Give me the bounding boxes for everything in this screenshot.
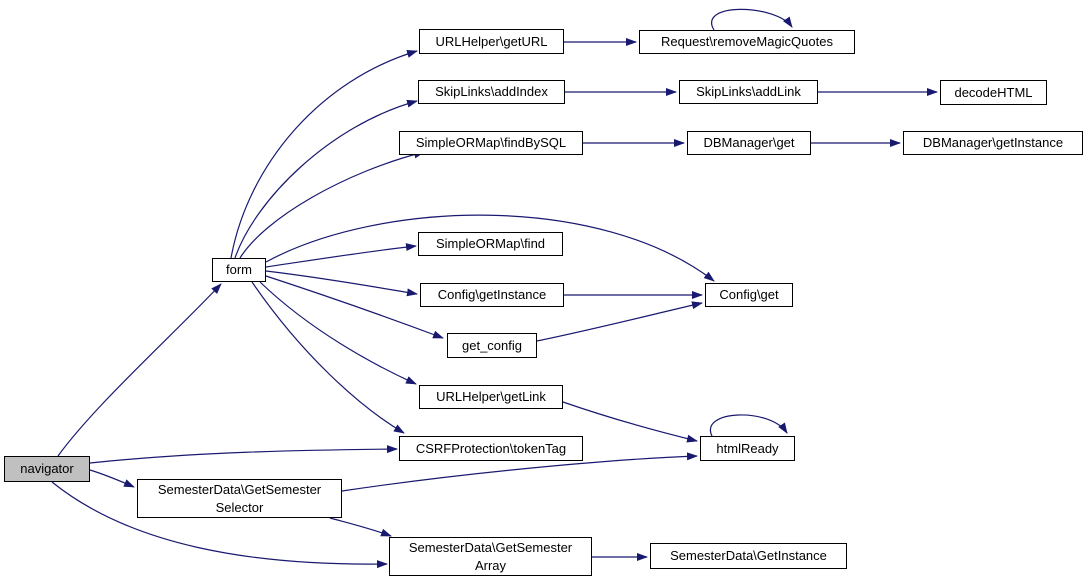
edge-urlhelper-getlink-htmlready — [562, 401, 698, 443]
node-htmlready[interactable]: htmlReady — [700, 436, 795, 461]
edge-semesterdata-getsemesterselector-htmlready — [341, 452, 698, 492]
node-csrfprotection-tokentag[interactable]: CSRFProtection\tokenTag — [399, 436, 583, 461]
edge-navigator-semesterdata-getsemesterarray — [51, 481, 388, 569]
node-simpleormap-find[interactable]: SimpleORMap\find — [418, 232, 563, 256]
edge-navigator-semesterdata-getsemesterselector — [89, 469, 135, 488]
edge-form-simpleormap-findbysql — [239, 150, 425, 259]
edge-semesterdata-getsemesterselector-semesterdata-getsemesterarray — [329, 517, 392, 537]
node-get-config[interactable]: get_config — [447, 333, 537, 358]
node-urlhelper-getlink[interactable]: URLHelper\getLink — [419, 385, 563, 409]
node-semesterdata-getinstance[interactable]: SemesterData\GetInstance — [650, 543, 847, 569]
node-semesterdata-getsemesterarray[interactable]: SemesterData\GetSemester Array — [389, 537, 592, 576]
self-loop-edge-htmlready-htmlready — [709, 414, 788, 437]
node-config-get[interactable]: Config\get — [705, 283, 793, 307]
node-semesterdata-getsemesterselector[interactable]: SemesterData\GetSemester Selector — [137, 479, 342, 518]
edge-form-config-get — [265, 214, 715, 282]
node-simpleormap-findbysql[interactable]: SimpleORMap\findBySQL — [399, 131, 583, 155]
edge-navigator-csrfprotection-tokentag — [89, 445, 398, 464]
edge-form-simpleormap-find — [265, 243, 417, 268]
node-config-getinstance[interactable]: Config\getInstance — [420, 283, 564, 307]
node-skiplinks-addindex[interactable]: SkipLinks\addIndex — [418, 80, 565, 104]
node-navigator[interactable]: navigator — [4, 456, 90, 482]
node-decodehtml[interactable]: decodeHTML — [940, 80, 1047, 105]
edge-form-urlhelper-getlink — [259, 281, 417, 385]
node-dbmanager-getinstance[interactable]: DBManager\getInstance — [903, 131, 1083, 155]
edge-form-get-config — [265, 275, 444, 339]
node-urlhelper-geturl[interactable]: URLHelper\getURL — [419, 29, 564, 54]
edge-get-config-config-get — [536, 301, 703, 342]
node-skiplinks-addlink[interactable]: SkipLinks\addLink — [679, 80, 818, 104]
edge-form-csrfprotection-tokentag — [251, 281, 405, 434]
node-request-removemagicquotes[interactable]: Request\removeMagicQuotes — [639, 30, 855, 54]
edge-navigator-form — [57, 283, 222, 457]
node-dbmanager-get[interactable]: DBManager\get — [687, 131, 811, 155]
node-form[interactable]: form — [212, 258, 266, 282]
edge-form-urlhelper-geturl — [230, 50, 418, 259]
self-loop-edge-request-removemagicquotes-request-removemagicquotes — [711, 8, 793, 31]
edge-form-skiplinks-addindex — [234, 99, 418, 259]
edge-form-config-getinstance — [265, 270, 418, 297]
